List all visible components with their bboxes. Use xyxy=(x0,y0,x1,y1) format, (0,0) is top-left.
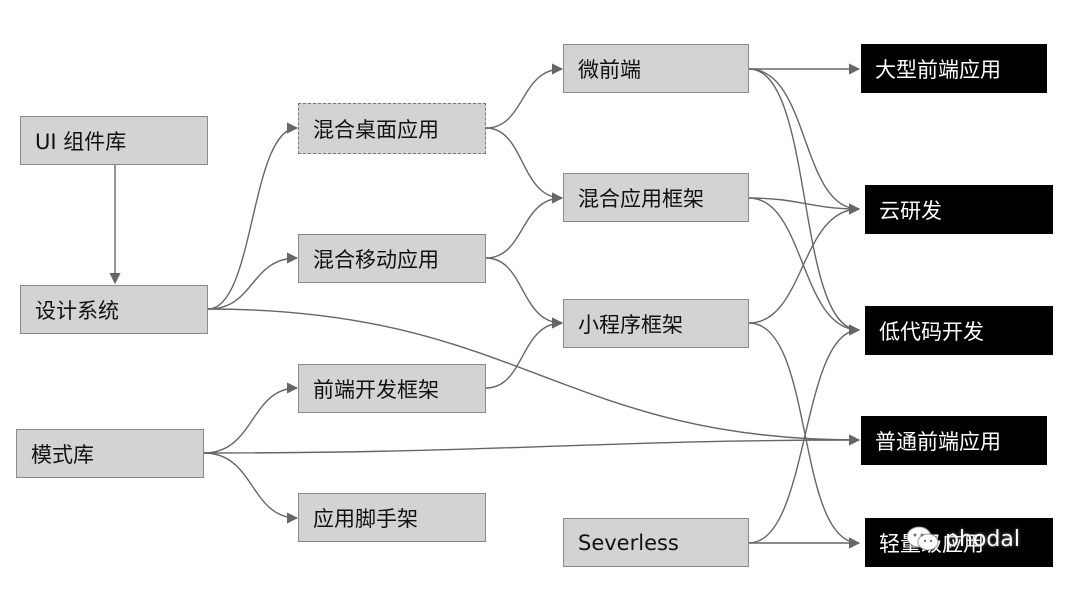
edge-design-system-to-hybrid-desktop xyxy=(207,122,299,310)
edge-pattern-lib-to-scaffold xyxy=(203,452,299,524)
node-design-system[interactable]: 设计系统 xyxy=(20,285,208,334)
edge-hybrid-desktop-to-hybrid-framework xyxy=(485,127,564,204)
node-ui-component-library[interactable]: UI 组件库 xyxy=(20,116,208,165)
edge-pattern-lib-to-normal-frontend xyxy=(203,434,861,454)
edge-serverless-to-low-code xyxy=(748,324,861,544)
node-label: 模式库 xyxy=(31,442,94,467)
node-large-frontend-app[interactable]: 大型前端应用 xyxy=(861,44,1047,93)
node-label: 普通前端应用 xyxy=(875,429,1001,454)
watermark: phodal xyxy=(905,517,1055,561)
edge-pattern-lib-to-frontend-framework xyxy=(203,382,299,454)
edge-frontend-framework-to-miniapp-framework xyxy=(485,317,564,389)
node-label: 混合应用框架 xyxy=(578,186,704,211)
node-label: 混合移动应用 xyxy=(313,247,439,272)
node-cloud-development[interactable]: 云研发 xyxy=(865,185,1053,234)
node-hybrid-mobile-app[interactable]: 混合移动应用 xyxy=(298,234,486,283)
edge-design-system-to-normal-frontend xyxy=(207,308,861,446)
node-frontend-dev-framework[interactable]: 前端开发框架 xyxy=(298,364,486,413)
node-lightweight-app[interactable]: 轻量级应用 xyxy=(865,518,1053,567)
edge-micro-frontend-to-low-code xyxy=(748,68,861,336)
node-miniapp-framework[interactable]: 小程序框架 xyxy=(563,299,749,348)
node-hybrid-app-framework[interactable]: 混合应用框架 xyxy=(563,173,749,222)
edge-hybrid-desktop-to-micro-frontend xyxy=(485,63,564,129)
node-hybrid-desktop-app[interactable]: 混合桌面应用 xyxy=(298,103,486,154)
node-label: Severless xyxy=(578,530,679,555)
edge-hybrid-framework-to-cloud-dev xyxy=(748,197,861,215)
node-label: 微前端 xyxy=(578,57,641,82)
edge-design-system-to-hybrid-mobile xyxy=(207,252,299,310)
node-label: 应用脚手架 xyxy=(313,506,418,531)
node-label: 混合桌面应用 xyxy=(313,117,439,142)
node-label: UI 组件库 xyxy=(35,129,127,154)
watermark-text: phodal xyxy=(945,526,1020,552)
wechat-icon xyxy=(905,524,941,554)
edge-miniapp-framework-to-lightweight-app xyxy=(748,322,861,549)
node-label: 小程序框架 xyxy=(578,312,683,337)
node-pattern-library[interactable]: 模式库 xyxy=(16,429,204,478)
edge-hybrid-mobile-to-hybrid-framework xyxy=(485,192,564,259)
node-label: 云研发 xyxy=(879,198,942,223)
edge-hybrid-mobile-to-miniapp-framework xyxy=(485,257,564,329)
node-serverless[interactable]: Severless xyxy=(563,518,749,567)
edge-micro-frontend-to-cloud-dev xyxy=(748,68,861,215)
node-app-scaffold[interactable]: 应用脚手架 xyxy=(298,493,486,542)
edge-hybrid-framework-to-low-code xyxy=(748,197,861,336)
node-label: 前端开发框架 xyxy=(313,377,439,402)
node-low-code-development[interactable]: 低代码开发 xyxy=(865,306,1053,355)
node-label: 大型前端应用 xyxy=(875,57,1001,82)
node-label: 低代码开发 xyxy=(879,319,984,344)
edge-miniapp-framework-to-cloud-dev xyxy=(748,203,861,324)
node-normal-frontend-app[interactable]: 普通前端应用 xyxy=(861,416,1047,465)
node-micro-frontend[interactable]: 微前端 xyxy=(563,44,749,93)
node-label: 设计系统 xyxy=(35,298,119,323)
